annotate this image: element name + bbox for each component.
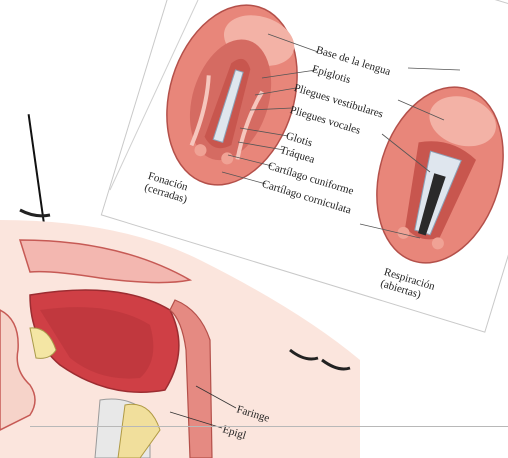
head-cross-section: Faringe Epigl <box>0 200 508 458</box>
divider <box>30 426 508 427</box>
leader-line <box>408 68 460 70</box>
